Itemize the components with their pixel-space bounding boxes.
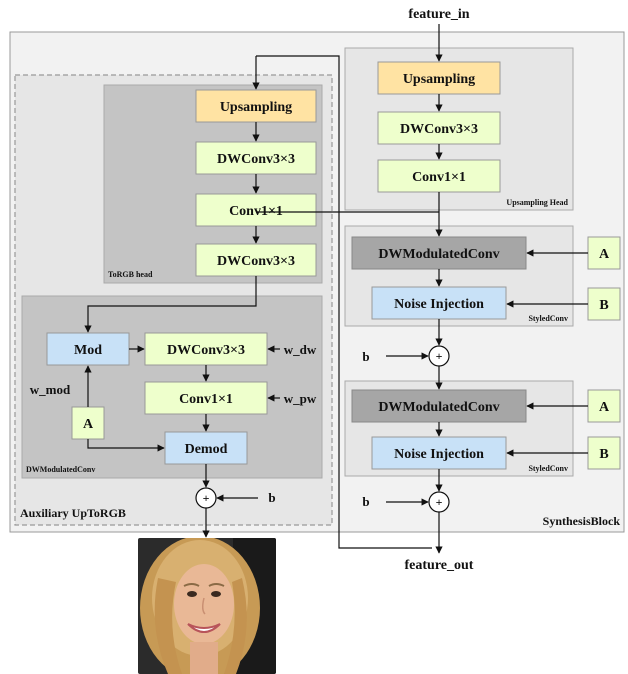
generated-face-image (138, 538, 276, 674)
uh-upsampling-label: Upsampling (403, 72, 475, 87)
torgb-upsampling-label: Upsampling (220, 100, 292, 115)
add-node-1-symbol: + (436, 349, 443, 363)
sc1-b-label: B (599, 298, 608, 313)
sc2-b-label: B (599, 447, 608, 462)
styled-conv-region-2-label: StyledConv (528, 464, 568, 473)
face-illustration (138, 538, 276, 674)
bias-label-1: b (362, 349, 369, 364)
demod-label: Demod (185, 442, 228, 457)
add-node-aux-symbol: + (203, 491, 210, 505)
sc1-a-box (587, 236, 621, 270)
sc2-b-box (587, 436, 621, 470)
torgb-dwconv-box-2 (195, 243, 317, 277)
feature-out-label: feature_out (405, 558, 474, 573)
upsampling-head-region-label: Upsampling Head (506, 198, 568, 207)
sc2-modconv-box (351, 389, 527, 423)
sc2-a-label: A (599, 400, 610, 415)
sc1-a-label: A (599, 247, 610, 262)
w-mod-label: w_mod (30, 382, 71, 397)
dwmod-a-label: A (83, 417, 94, 432)
bias-label-aux: b (268, 490, 275, 505)
auxiliary-uptorgb-region-label: Auxiliary UpToRGB (20, 506, 126, 520)
sc1-noise-box (371, 286, 507, 320)
sc1-modconv-box (351, 236, 527, 270)
w-pw-label: w_pw (284, 391, 317, 406)
torgb-dwconv-label-1: DWConv3×3 (217, 152, 295, 167)
feature-in-label: feature_in (408, 7, 469, 22)
torgb-dwconv-box-1 (195, 141, 317, 175)
torgb-dwconv-label-2: DWConv3×3 (217, 254, 295, 269)
sc2-noise-box (371, 436, 507, 470)
sc1-modconv-label: DWModulatedConv (378, 247, 499, 262)
uh-conv-box (377, 159, 501, 193)
sc2-noise-label: Noise Injection (394, 447, 484, 462)
mod-label: Mod (74, 343, 102, 358)
sc2-modconv-label: DWModulatedConv (378, 400, 499, 415)
sc1-b-box (587, 287, 621, 321)
styled-conv-region-1-label: StyledConv (528, 314, 568, 323)
dwmod-dwconv-box (144, 332, 268, 366)
dwmod-conv-label: Conv1×1 (179, 392, 233, 407)
sc1-noise-label: Noise Injection (394, 297, 484, 312)
bias-label-2: b (362, 494, 369, 509)
synthesis-block-region-label: SynthesisBlock (543, 514, 621, 528)
torgb-conv-box (195, 193, 317, 227)
connection-lines (84, 24, 588, 554)
torgb-head-region-label: ToRGB head (108, 270, 153, 279)
mod-box (46, 332, 130, 366)
uh-conv-label: Conv1×1 (412, 170, 466, 185)
dwmod-conv-box (144, 381, 268, 415)
uh-dwconv-label: DWConv3×3 (400, 122, 478, 137)
dwmodulatedconv-region-label: DWModulatedConv (26, 465, 95, 474)
torgb-upsampling-box (195, 89, 317, 123)
add-node-2-symbol: + (436, 495, 443, 509)
dwmod-dwconv-label: DWConv3×3 (167, 343, 245, 358)
w-dw-label: w_dw (284, 342, 317, 357)
